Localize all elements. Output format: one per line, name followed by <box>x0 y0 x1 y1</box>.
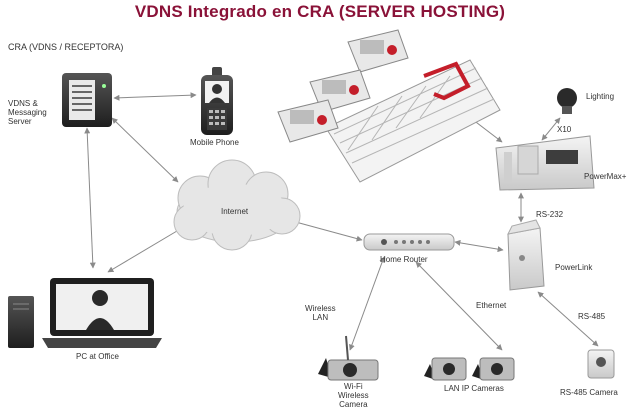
rs485-camera-icon <box>587 349 615 379</box>
wireless-lan-link-label: Wireless LAN <box>305 304 336 322</box>
internet-cloud-icon <box>173 159 301 251</box>
link-server-pc <box>84 127 96 269</box>
monitor-screen-3-icon <box>277 99 339 143</box>
rs485-camera-label: RS-485 Camera <box>560 388 618 397</box>
monitor-screen-1-icon <box>347 29 409 73</box>
rs232-link-label: RS-232 <box>536 210 564 219</box>
link-powerlink-rs485-camera <box>537 291 599 347</box>
lighting-bulb-icon <box>557 88 577 114</box>
link-pc-internet <box>107 227 183 273</box>
link-router-wifi-camera <box>349 256 385 351</box>
lan-ip-camera-1-icon <box>424 357 467 381</box>
powerlink-label: PowerLink <box>555 263 593 272</box>
link-server-mobile <box>113 92 197 101</box>
rs485-link-label: RS-485 <box>578 312 606 321</box>
link-internet-router <box>291 219 363 242</box>
powerlink-device-icon <box>507 219 545 291</box>
lighting-label: Lighting <box>586 92 615 101</box>
powermax-panel-icon <box>495 135 595 191</box>
wifi-camera-label: Wi-Fi Wireless Camera <box>338 382 369 409</box>
page-title: VDNS Integrado en CRA (SERVER HOSTING) <box>134 2 506 21</box>
link-router-powerlink <box>454 239 504 253</box>
mobile-phone-icon <box>201 67 233 135</box>
powermax-label: PowerMax+ <box>584 172 627 181</box>
link-server-internet <box>111 117 179 183</box>
link-powermax-x10 <box>541 117 561 141</box>
home-router-icon <box>363 233 455 251</box>
pc-icon <box>8 278 162 348</box>
lan-ip-camera-2-icon <box>472 357 515 381</box>
server-label: VDNS & Messaging Server <box>8 99 47 126</box>
x10-label: X10 <box>557 125 572 134</box>
mobile-phone-label: Mobile Phone <box>190 138 239 147</box>
lan-cameras-label: LAN IP Cameras <box>444 384 504 393</box>
link-router-lan-cameras <box>415 261 503 351</box>
wifi-camera-icon <box>318 335 379 381</box>
page-subtitle: CRA (VDNS / RECEPTORA) <box>8 42 124 52</box>
internet-label: Internet <box>221 207 249 216</box>
connection-lines <box>84 92 599 351</box>
keyboard-panel-icon <box>325 59 501 183</box>
pc-label: PC at Office <box>76 352 119 361</box>
router-label: Home Router <box>380 255 428 264</box>
server-icon <box>62 73 112 127</box>
ethernet-link-label: Ethernet <box>476 301 507 310</box>
